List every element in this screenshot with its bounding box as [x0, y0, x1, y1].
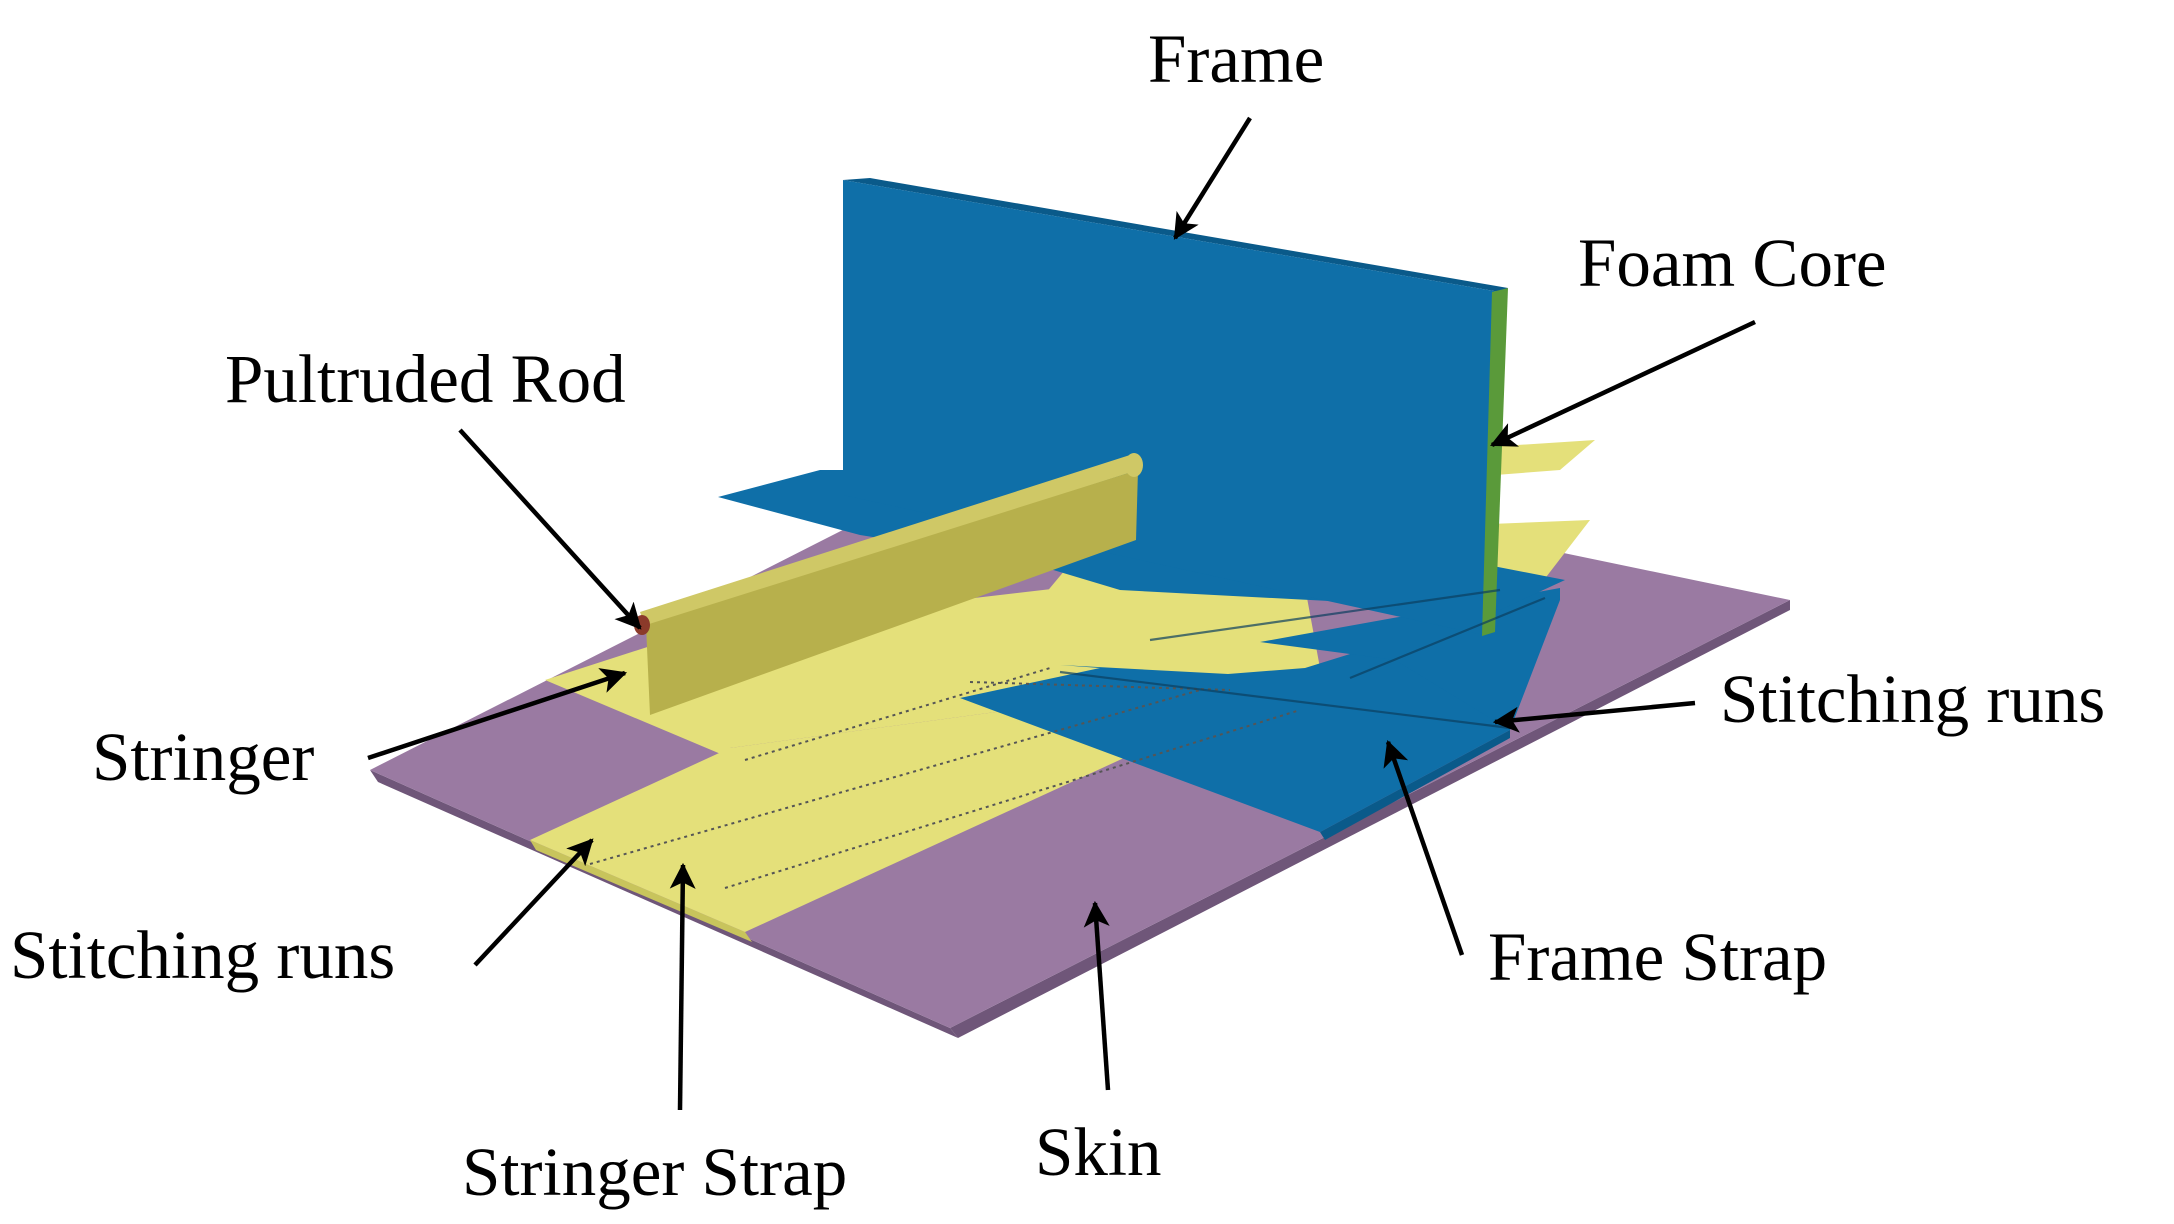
stitching-lines: [589, 588, 1546, 889]
arrow-skin: [1083, 900, 1111, 1091]
frame-strap-top: [960, 640, 1510, 832]
seam-1: [1059, 670, 1511, 730]
label-stitching-runs-left: Stitching runs: [10, 917, 395, 993]
stringer-end-cap: [1125, 453, 1143, 477]
stringer-top: [640, 455, 1138, 628]
label-skin: Skin: [1035, 1114, 1162, 1190]
arrow-pultruded-rod: [458, 428, 642, 630]
arrow-stitching-runs-right: [1492, 700, 1696, 733]
arrow-frame-strap: [1383, 739, 1465, 956]
skin-edge-right: [950, 600, 1790, 1038]
arrow-foam-core: [1490, 319, 1756, 448]
arrow-stringer-strap: [669, 862, 696, 1111]
arrow-stitching-runs-left: [473, 838, 594, 967]
seam-3: [1149, 588, 1501, 642]
label-stringer-strap: Stringer Strap: [462, 1134, 847, 1210]
label-stitching-runs-right: Stitching runs: [1720, 661, 2105, 737]
stitch-run-2: [724, 709, 1301, 889]
stitch-run-4: [969, 681, 1231, 691]
frame-strap-edge: [1320, 730, 1510, 840]
label-frame: Frame: [1148, 21, 1324, 97]
stringer-web: [646, 470, 1138, 715]
label-pultruded-rod: Pultruded Rod: [225, 341, 626, 417]
stitch-run-1: [589, 689, 1201, 865]
foam-core: [1482, 288, 1508, 636]
stringer-strap-back: [545, 560, 1320, 760]
seam-2: [1349, 596, 1546, 680]
label-frame-strap: Frame Strap: [1488, 919, 1827, 995]
labels: Frame Foam Core Pultruded Rod Stringer S…: [10, 21, 2105, 1210]
arrows: [367, 116, 1756, 1111]
label-stringer: Stringer: [92, 719, 314, 795]
arrow-stringer: [367, 668, 628, 761]
arrow-frame: [1173, 116, 1252, 240]
label-foam-core: Foam Core: [1578, 225, 1887, 301]
